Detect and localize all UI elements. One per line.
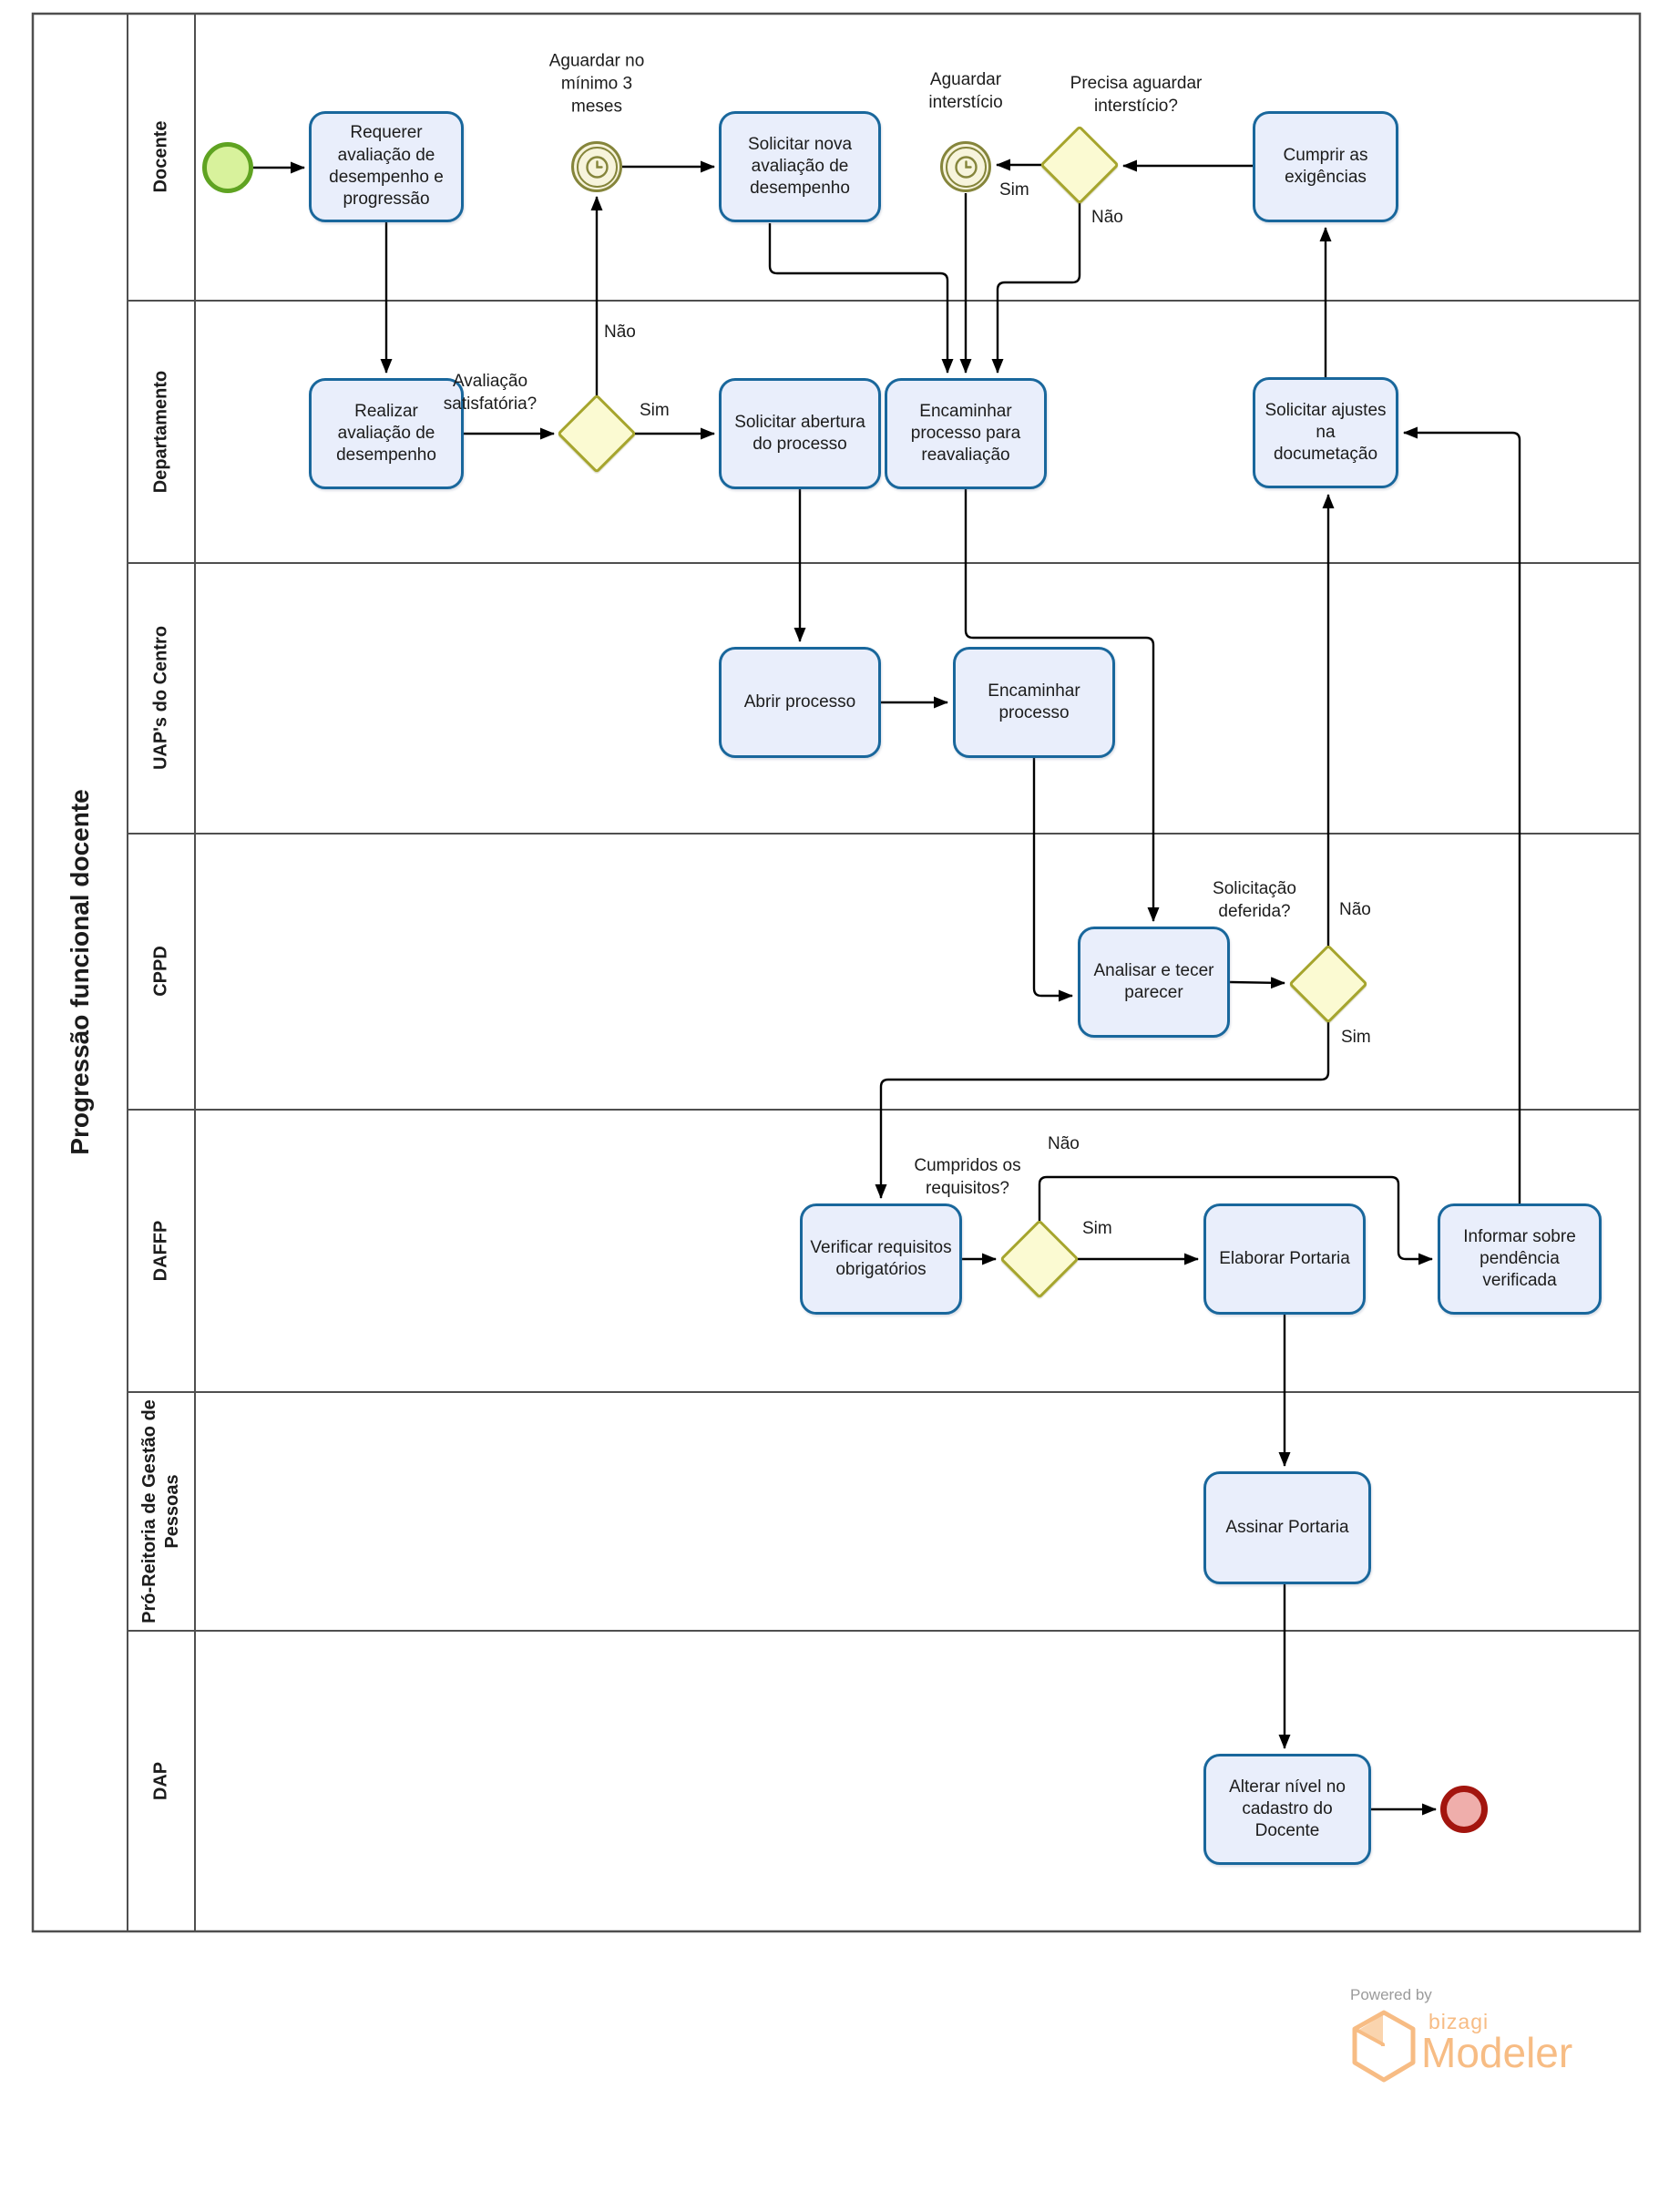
modeler-brand-text: Modeler xyxy=(1421,2029,1573,2076)
bizagi-logo-icon xyxy=(1352,2010,1416,2083)
flow-enc-uap-to-analisar xyxy=(1032,758,1073,1002)
timer-event-3-meses[interactable] xyxy=(571,141,622,192)
timer-icon xyxy=(576,146,618,188)
task-solicitar-abertura[interactable]: Solicitar abertura do processo xyxy=(719,378,881,489)
task-label: Encaminhar processo para reavaliação xyxy=(910,401,1021,466)
task-label: Solicitar nova avaliação de desempenho xyxy=(747,134,853,199)
flow-gw-cumpridos-nao-to-informar xyxy=(1038,1175,1433,1265)
gateway-precisa-question: Precisa aguardar interstício? xyxy=(1070,73,1203,116)
flow-label-sim: Sim xyxy=(999,180,1029,200)
end-event[interactable] xyxy=(1440,1786,1488,1833)
task-realizar-avaliacao[interactable]: Realizar avaliação de desempenho xyxy=(309,378,464,489)
task-alterar-nivel[interactable]: Alterar nível no cadastro do Docente xyxy=(1203,1754,1371,1865)
start-event[interactable] xyxy=(202,142,253,193)
task-label: Realizar avaliação de desempenho xyxy=(336,401,436,466)
flow-label-sim: Sim xyxy=(1082,1219,1112,1238)
flow-label-sim: Sim xyxy=(640,401,670,420)
timer-event-intersticio[interactable] xyxy=(940,141,991,192)
lane-label-dap: DAP xyxy=(150,1761,171,1801)
gateway-deferida-question: Solicitação deferida? xyxy=(1213,878,1296,921)
task-label: Requerer avaliação de desempenho e progr… xyxy=(329,123,444,210)
task-label: Alterar nível no cadastro do Docente xyxy=(1229,1777,1346,1841)
task-solicitar-nova-avaliacao[interactable]: Solicitar nova avaliação de desempenho xyxy=(719,111,881,222)
flow-label-nao: Não xyxy=(1091,208,1123,227)
lane-label-uaps: UAP's do Centro xyxy=(150,625,171,771)
task-solicitar-ajustes[interactable]: Solicitar ajustes na documetação xyxy=(1253,377,1398,488)
task-label: Analisar e tecer parecer xyxy=(1093,960,1214,1002)
timer2-label: Aguardar interstício xyxy=(928,69,1003,112)
task-elaborar-portaria[interactable]: Elaborar Portaria xyxy=(1203,1203,1366,1315)
task-encaminhar-reavaliacao[interactable]: Encaminhar processo para reavaliação xyxy=(885,378,1047,489)
task-label: Elaborar Portaria xyxy=(1219,1248,1350,1268)
flow-label-nao: Não xyxy=(604,323,636,342)
pool-title: Progressão funcional docente xyxy=(66,789,94,1155)
task-label: Solicitar ajustes na documetação xyxy=(1265,400,1387,465)
task-encaminhar-processo[interactable]: Encaminhar processo xyxy=(953,647,1115,758)
task-label: Verificar requisitos obrigatórios xyxy=(810,1237,952,1279)
task-cumprir-exigencias[interactable]: Cumprir as exigências xyxy=(1253,111,1398,222)
task-label: Encaminhar processo xyxy=(988,681,1080,722)
flow-label-sim: Sim xyxy=(1341,1028,1371,1047)
task-label: Informar sobre pendência verificada xyxy=(1463,1226,1576,1291)
lane-label-pro-reitoria: Pró-Reitoria de Gestão de Pessoas xyxy=(139,1399,182,1623)
bizagi-brand-text: bizagi xyxy=(1428,2010,1490,2033)
lane-label-cppd: CPPD xyxy=(150,946,171,997)
gateway-avaliacao-question: Avaliação satisfatória? xyxy=(443,371,538,414)
flow-label-nao: Não xyxy=(1339,900,1371,919)
task-assinar-portaria[interactable]: Assinar Portaria xyxy=(1203,1471,1371,1584)
lane-label-daffp: DAFFP xyxy=(150,1220,171,1282)
lane-label-docente: Docente xyxy=(150,120,171,193)
task-analisar-parecer[interactable]: Analisar e tecer parecer xyxy=(1078,927,1230,1038)
task-abrir-processo[interactable]: Abrir processo xyxy=(719,647,881,758)
timer1-label: Aguardar no mínimo 3 meses xyxy=(548,51,645,117)
flow-enc-reaval-to-analisar xyxy=(964,489,1160,922)
flow-gw-deferida-sim-to-verificar xyxy=(875,1022,1330,1199)
lane-label-departamento: Departamento xyxy=(150,370,171,494)
flow-solicitar-nova-to-enc-reaval xyxy=(768,223,954,374)
task-informar-pendencia[interactable]: Informar sobre pendência verificada xyxy=(1438,1203,1602,1315)
gateway-cumpridos-question: Cumpridos os requisitos? xyxy=(914,1155,1021,1198)
task-label: Abrir processo xyxy=(743,691,856,712)
powered-by-text: Powered by xyxy=(1350,1986,1432,2003)
flow-informar-to-ajustes xyxy=(1403,426,1521,1203)
pool-border xyxy=(31,12,1642,1933)
task-label: Solicitar abertura do processo xyxy=(734,412,865,454)
flow-label-nao: Não xyxy=(1048,1134,1080,1153)
task-verificar-requisitos[interactable]: Verificar requisitos obrigatórios xyxy=(800,1203,962,1315)
flow-gw-precisa-nao-to-enc-reaval xyxy=(991,203,1081,374)
task-label: Assinar Portaria xyxy=(1225,1517,1349,1537)
timer-icon xyxy=(945,146,987,188)
task-label: Cumprir as exigências xyxy=(1283,145,1368,187)
flow-analisar-to-gw-deferida xyxy=(1229,977,1285,989)
task-requerer-avaliacao[interactable]: Requerer avaliação de desempenho e progr… xyxy=(309,111,464,222)
